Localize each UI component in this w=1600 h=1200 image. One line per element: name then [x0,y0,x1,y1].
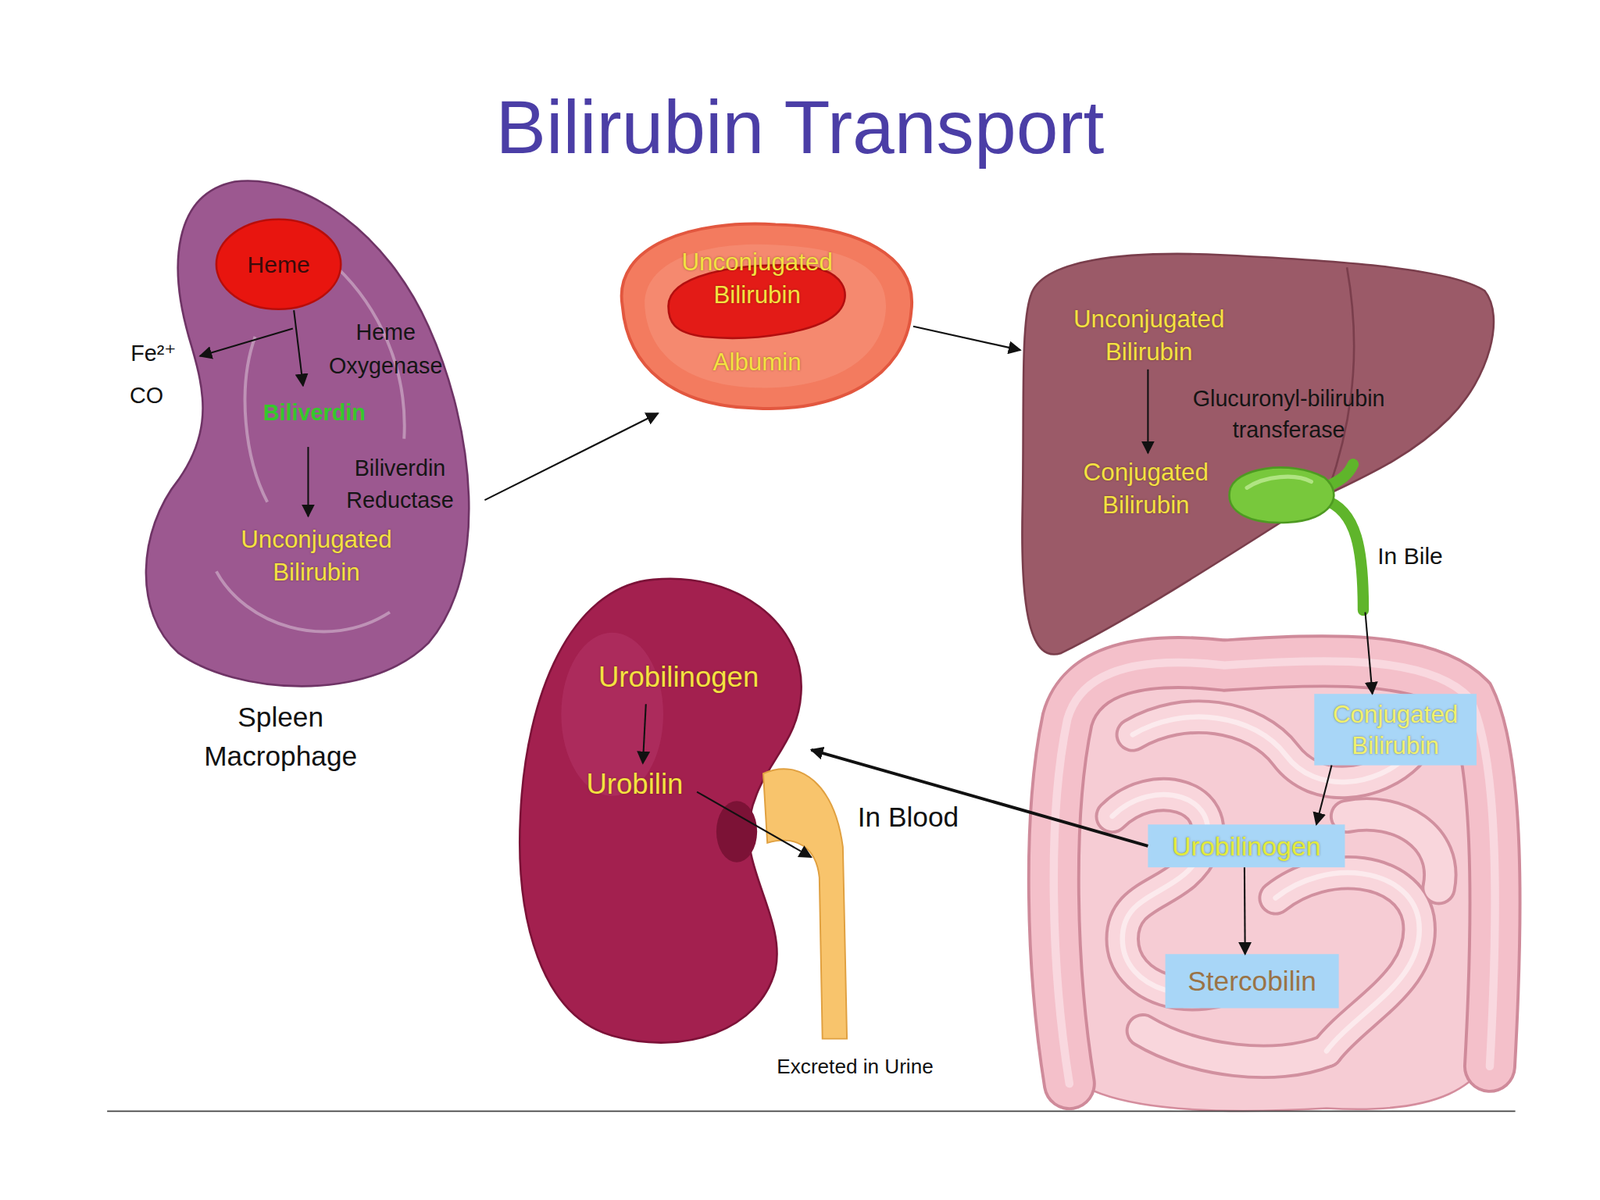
product-label: Fe²⁺ [130,340,176,368]
compound-label: Urobilin [553,767,717,802]
liver-shape [1021,253,1494,655]
small-intestine-tube [1112,717,1441,1062]
organ-caption: Spleen Macrophage [178,697,383,775]
flow-arrow [1316,765,1333,825]
small-intestine-highlight [1112,717,1420,1052]
flow-arrow [913,326,1021,350]
compound-box: Conjugated Bilirubin [1314,693,1477,765]
colon-outline [1053,660,1496,1084]
product-label: CO [129,382,164,410]
route-label: In Bile [1377,542,1443,571]
compound-label: Unconjugated Bilirubin [219,523,414,590]
bottom-rule [107,1110,1515,1112]
step-arrow [200,328,293,357]
compound-label: Conjugated Bilirubin [1059,456,1233,522]
carrier-label: Albumin [675,346,840,378]
bile-duct [1324,500,1364,611]
compound-label: Unconjugated Bilirubin [1052,303,1247,369]
compound-label: Urobilinogen [566,660,791,695]
heme-ellipse: Heme [215,218,343,311]
flow-arrow [810,750,1148,847]
flow-arrow [1365,612,1373,694]
enzyme-label: Glucuronyl-bilirubin transferase [1171,382,1406,447]
connector-group [484,326,1372,954]
renal-pelvis [716,800,758,862]
compound-box: Stercobilin [1165,953,1340,1008]
albumin-rim [644,244,886,389]
kidney-organ-outline [515,571,812,1051]
ureter [763,768,847,1039]
route-label: In Blood [836,802,980,834]
compound-label: Unconjugated Bilirubin [655,246,860,312]
liver-lobe-line [1328,267,1355,490]
enzyme-label: Biliverdin Reductase [325,452,474,518]
intestine-illustration [1043,643,1510,1111]
ureter-illustration [716,768,847,1039]
gallbladder-illustration [1229,464,1364,611]
excretion-note: Excreted in Urine [742,1055,968,1079]
albumin-shape [621,224,912,410]
compound-label: Heme [222,249,336,280]
intestine-loop [1346,814,1440,888]
enzyme-label: Heme Oxygenase [311,315,460,383]
compound-label: Conjugated Bilirubin [1316,697,1475,761]
spleen-organ: Heme OxygenaseBiliverdinBiliverdin Reduc… [122,173,486,781]
kidney-organ: UrobilinogenUrobilin [515,571,812,1051]
step-arrow [307,446,309,517]
intestine-loop [1142,1030,1327,1062]
bile-duct [1318,464,1354,490]
step-arrow [293,310,304,386]
flow-arrow [1243,867,1247,954]
intestine-mass [1043,643,1510,1111]
step-arrow [696,792,811,858]
step-arrow [642,703,647,764]
compound-label: Biliverdin [227,399,401,429]
liver-organ: Unconjugated BilirubinGlucuronyl-bilirub… [1020,255,1500,613]
compound-label: Urobilinogen [1149,828,1343,864]
gallbladder-highlight [1246,476,1311,488]
heme-shape [216,219,341,310]
gallbladder [1229,467,1335,523]
small-intestine-outline [1112,717,1441,1062]
colon-tube [1053,660,1496,1084]
step-arrow [1146,369,1149,454]
albumin-carrier: Unconjugated BilirubinAlbumin [610,222,914,414]
compound-box: Urobilinogen [1147,824,1345,868]
diagram-title: Bilirubin Transport [0,89,1600,166]
flow-arrow [484,413,658,500]
step-arrows [200,310,1148,858]
compound-label: Stercobilin [1167,964,1337,999]
colon-highlight [1053,660,1496,1084]
spleen-shape [146,181,469,687]
intestine-loop [1142,1030,1327,1062]
kidney-shape [519,578,801,1043]
